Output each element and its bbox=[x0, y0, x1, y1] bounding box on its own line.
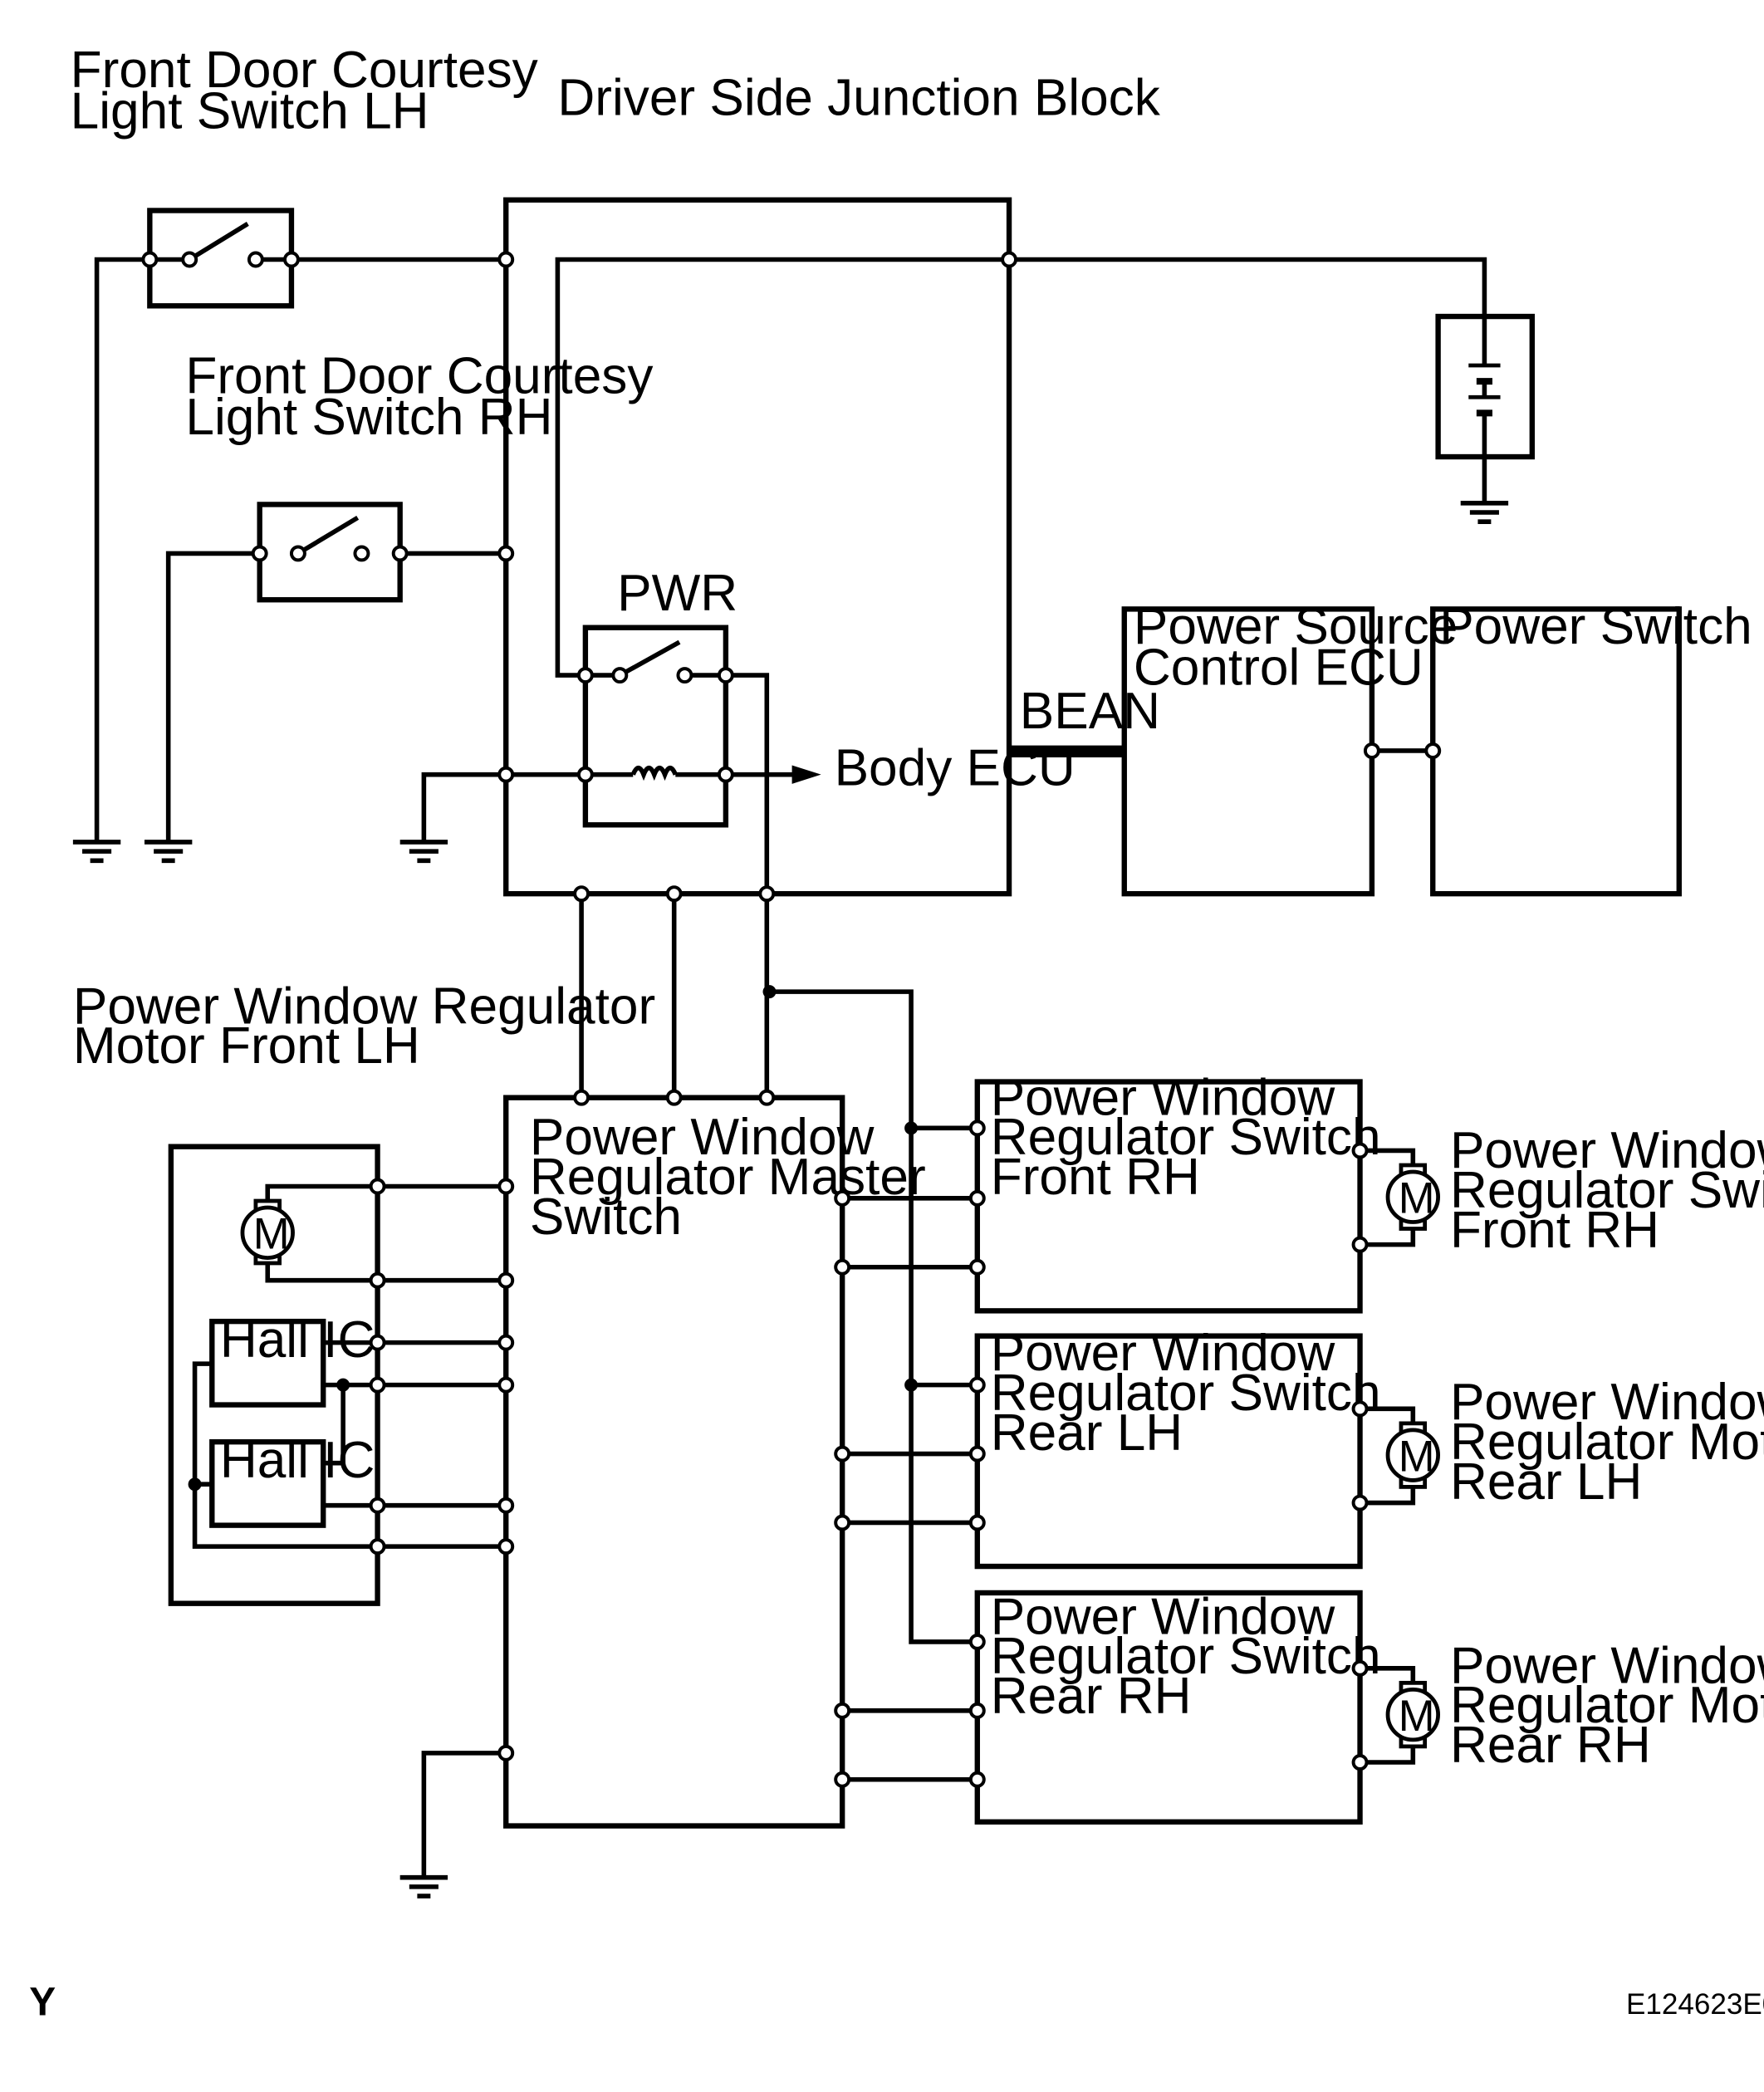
label-power-switch: Power Switch bbox=[1439, 598, 1752, 655]
svg-text:M: M bbox=[253, 1209, 290, 1258]
pwr-relay-box bbox=[582, 625, 729, 828]
motor-front-lh-box bbox=[168, 1144, 380, 1606]
label-front-door-lh-line1: Front Door Courtesy bbox=[71, 42, 538, 99]
label-motor-front-rh-line1: Power Window bbox=[1450, 1122, 1764, 1179]
label-front-door-rh-line1: Front Door Courtesy bbox=[185, 348, 653, 405]
bean-bus bbox=[1009, 745, 1125, 757]
label-switch-front-rh-line1: Power Window bbox=[991, 1069, 1336, 1126]
svg-text:M: M bbox=[1399, 1692, 1435, 1741]
label-motor-front-rh-line2: Regulator Switch bbox=[1450, 1162, 1764, 1219]
motor-icon-front-rh: M bbox=[1385, 1163, 1440, 1231]
label-motor-rear-lh-line3: Rear LH bbox=[1450, 1453, 1642, 1511]
label-power-source-line2: Control ECU bbox=[1134, 639, 1423, 696]
label-front-door-rh-line2: Light Switch RH bbox=[185, 389, 552, 446]
label-pwr: PWR bbox=[617, 565, 737, 622]
label-front-door-lh-line2: Light Switch LH bbox=[71, 83, 429, 140]
label-switch-rear-rh-line3: Rear RH bbox=[991, 1668, 1192, 1725]
label-switch-rear-rh-line1: Power Window bbox=[991, 1588, 1336, 1645]
label-motor-rear-rh-line2: Regulator Motor bbox=[1450, 1677, 1764, 1734]
label-motor-rear-lh-line1: Power Window bbox=[1450, 1374, 1764, 1431]
figure-code: E124623E01 bbox=[1626, 1988, 1764, 2021]
label-switch-front-rh-line2: Regulator Switch bbox=[991, 1109, 1381, 1166]
label-motor-front-lh-line2: Motor Front LH bbox=[73, 1017, 420, 1075]
motor-icon-rear-rh: M bbox=[1385, 1680, 1440, 1749]
battery-icon bbox=[1468, 363, 1501, 417]
label-bean: BEAN bbox=[1020, 683, 1160, 740]
motor-icon-rear-lh: M bbox=[1385, 1421, 1440, 1489]
label-motor-rear-lh-line2: Regulator Motor bbox=[1450, 1413, 1764, 1471]
corner-mark: Y bbox=[29, 1981, 56, 2025]
label-master-line3: Switch bbox=[530, 1188, 682, 1246]
motor-icon-front-lh: M bbox=[240, 1198, 295, 1266]
label-switch-rear-lh-line2: Regulator Switch bbox=[991, 1364, 1381, 1422]
svg-text:M: M bbox=[1399, 1432, 1435, 1481]
junction-dots bbox=[188, 985, 919, 1492]
front-door-rh-switch-box bbox=[257, 502, 403, 603]
label-motor-rear-rh-line3: Rear RH bbox=[1450, 1717, 1651, 1774]
label-switch-rear-lh-line3: Rear LH bbox=[991, 1404, 1183, 1462]
label-motor-front-rh-line3: Front RH bbox=[1450, 1202, 1659, 1259]
label-master-line1: Power Window bbox=[530, 1109, 875, 1166]
label-motor-rear-rh-line1: Power Window bbox=[1450, 1637, 1764, 1694]
label-junction-block: Driver Side Junction Block bbox=[557, 70, 1160, 127]
ground-symbols bbox=[72, 501, 1509, 1898]
wires bbox=[94, 222, 1487, 1878]
label-switch-front-rh-line3: Front RH bbox=[991, 1149, 1200, 1206]
connector-pins bbox=[141, 251, 1442, 1788]
label-switch-rear-rh-line2: Regulator Switch bbox=[991, 1628, 1381, 1685]
svg-text:M: M bbox=[1399, 1173, 1435, 1222]
label-motor-front-lh-line1: Power Window Regulator bbox=[73, 977, 655, 1035]
